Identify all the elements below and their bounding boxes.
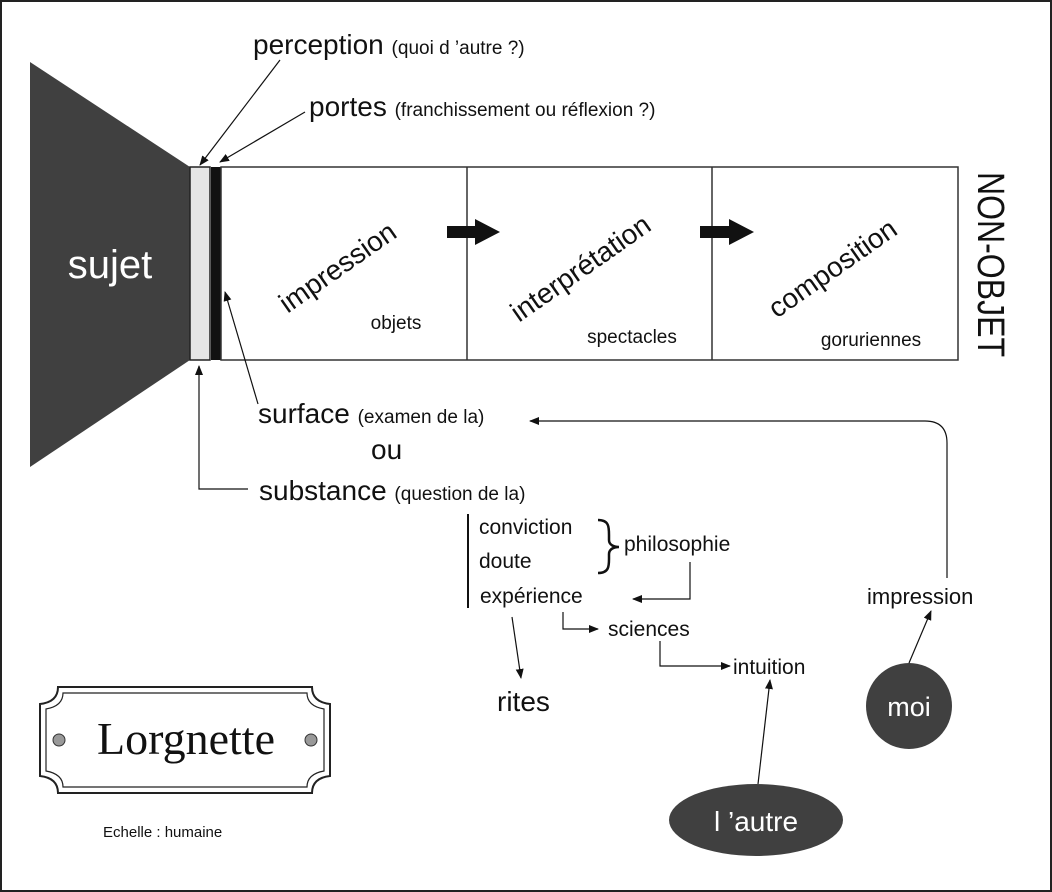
stage-1-sublabel: objets [371, 313, 422, 334]
sciences-label: sciences [608, 618, 690, 641]
surface-arrow [223, 291, 259, 405]
other-label: l ’autre [714, 806, 798, 837]
doors-arrow [219, 111, 306, 163]
tube-frame [220, 166, 959, 361]
experience-label: expérience [480, 585, 583, 608]
or-label: ou [371, 434, 402, 465]
subject-label: sujet [68, 243, 153, 287]
plaque-outer [39, 686, 331, 794]
impression-surface-arrow [529, 417, 948, 578]
substance-arrow [195, 365, 248, 490]
doubt-label: doute [479, 550, 532, 573]
rites-label: rites [497, 686, 550, 717]
philosophy-label: philosophie [624, 533, 730, 556]
stage-arrow-1 [447, 219, 500, 245]
other-intuition-arrow [757, 679, 773, 785]
plaque-title: Lorgnette [97, 713, 275, 764]
perception-strip [189, 166, 211, 361]
sciences-intuition-arrow [659, 641, 731, 670]
substance-label: substance (question de la) [259, 475, 525, 506]
plaque-inner [45, 692, 325, 788]
plaque-screw-right [304, 733, 318, 747]
philosophy-arrow [632, 562, 691, 603]
perception-label: perception (quoi d ’autre ?) [253, 29, 525, 60]
intuition-label: intuition [733, 656, 805, 679]
conviction-label: conviction [479, 516, 572, 539]
doors-label: portes (franchissement ou réflexion ?) [309, 91, 655, 122]
non-object-label: NON-OBJET [969, 172, 1011, 357]
experience-sciences-arrow [562, 612, 599, 633]
surface-label: surface (examen de la) [258, 398, 484, 429]
self-impression-arrow [908, 610, 932, 664]
plaque-screw-left [52, 733, 66, 747]
other-ellipse [669, 784, 843, 856]
perception-arrow [199, 59, 281, 166]
self-circle [866, 663, 952, 749]
door-bar [211, 167, 221, 360]
stage-3-sublabel: goruriennes [821, 330, 921, 351]
philosophy-brace [597, 518, 620, 575]
experience-rites-arrow [511, 616, 524, 679]
scale-label: Echelle : humaine [103, 824, 222, 841]
self-label: moi [887, 692, 931, 722]
stage-arrow-2 [700, 219, 754, 245]
subject-trapezoid [30, 62, 190, 467]
impression-right-label: impression [867, 584, 973, 609]
stage-2-sublabel: spectacles [587, 327, 677, 348]
